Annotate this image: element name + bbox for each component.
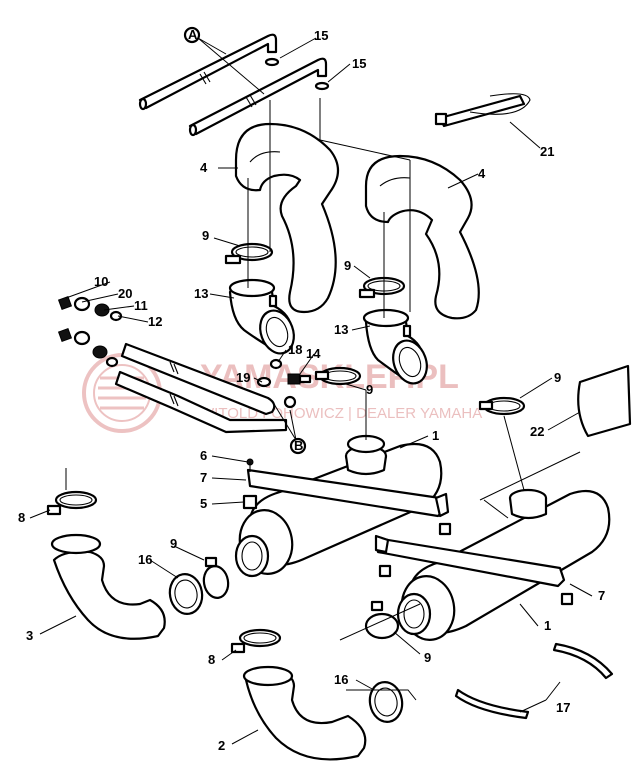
leader-lines (29, 37, 593, 745)
label-15-b: 15 (352, 56, 366, 71)
hose-clamp-9-b (358, 276, 406, 299)
label-2: 2 (218, 738, 225, 753)
label-4-a: 4 (200, 160, 208, 175)
label-11: 11 (134, 298, 148, 313)
label-17: 17 (556, 700, 570, 715)
fittings-18-19-14 (256, 358, 312, 409)
label-10: 10 (94, 274, 108, 289)
label-16-a: 16 (138, 552, 152, 567)
label-22: 22 (530, 424, 544, 439)
label-21: 21 (540, 144, 554, 159)
label-8-b: 8 (208, 652, 215, 667)
label-13-b: 13 (334, 322, 348, 337)
hose-clip-15-upper (264, 57, 330, 91)
hose-clamp-9-e (202, 556, 230, 599)
strap-7-lower (374, 534, 566, 588)
label-9-c: 9 (366, 382, 373, 397)
label-20: 20 (118, 286, 132, 301)
callout-a: A (188, 27, 198, 42)
label-4-b: 4 (478, 166, 486, 181)
exhaust-pipe-4-right (364, 154, 480, 320)
label-9-a: 9 (202, 228, 209, 243)
label-6: 6 (200, 448, 207, 463)
label-15-a: 15 (314, 28, 328, 43)
protector-17 (454, 642, 614, 720)
hose-clamp-9-c (314, 366, 362, 386)
label-16-b: 16 (334, 672, 348, 687)
label-1-a: 1 (432, 428, 439, 443)
label-12: 12 (148, 314, 162, 329)
exhaust-pipe-2 (230, 628, 367, 761)
label-14: 14 (306, 346, 321, 361)
exhaust-pipe-4-left (234, 122, 340, 314)
hose-clamp-9-d (478, 396, 526, 416)
breather-hose-upper (138, 33, 328, 137)
damper-sheet-22 (577, 364, 632, 438)
label-13-a: 13 (194, 286, 208, 301)
label-9-f: 9 (424, 650, 431, 665)
callout-circle-a (183, 26, 201, 44)
label-7-b: 7 (598, 588, 605, 603)
label-1-b: 1 (544, 618, 551, 633)
callout-b: B (294, 438, 303, 453)
label-5: 5 (200, 496, 207, 511)
label-18: 18 (288, 342, 302, 357)
muffler-1-upper (234, 434, 443, 578)
label-9-e: 9 (170, 536, 177, 551)
strap-7-upper (246, 468, 450, 518)
hose-clamp-9-a (224, 242, 274, 265)
cable-tie-21 (434, 93, 531, 128)
label-7-a: 7 (200, 470, 207, 485)
bracket-5 (242, 494, 574, 606)
joint-16-upper (168, 573, 204, 615)
label-9-d: 9 (554, 370, 561, 385)
label-3: 3 (26, 628, 33, 643)
hose-clamp-9-f (364, 600, 400, 640)
elbow-13-left (228, 278, 295, 355)
water-hose-lower (114, 342, 288, 434)
callout-circle-b (289, 437, 307, 455)
exhaust-pipe-3 (46, 490, 166, 640)
elbow-13-right (362, 308, 428, 385)
joint-16-lower (368, 681, 404, 723)
part-labels: A B 15 15 21 4 4 9 9 9 9 9 9 10 20 11 12… (18, 27, 605, 753)
label-8-a: 8 (18, 510, 25, 525)
label-19: 19 (236, 370, 250, 385)
label-9-b: 9 (344, 258, 351, 273)
